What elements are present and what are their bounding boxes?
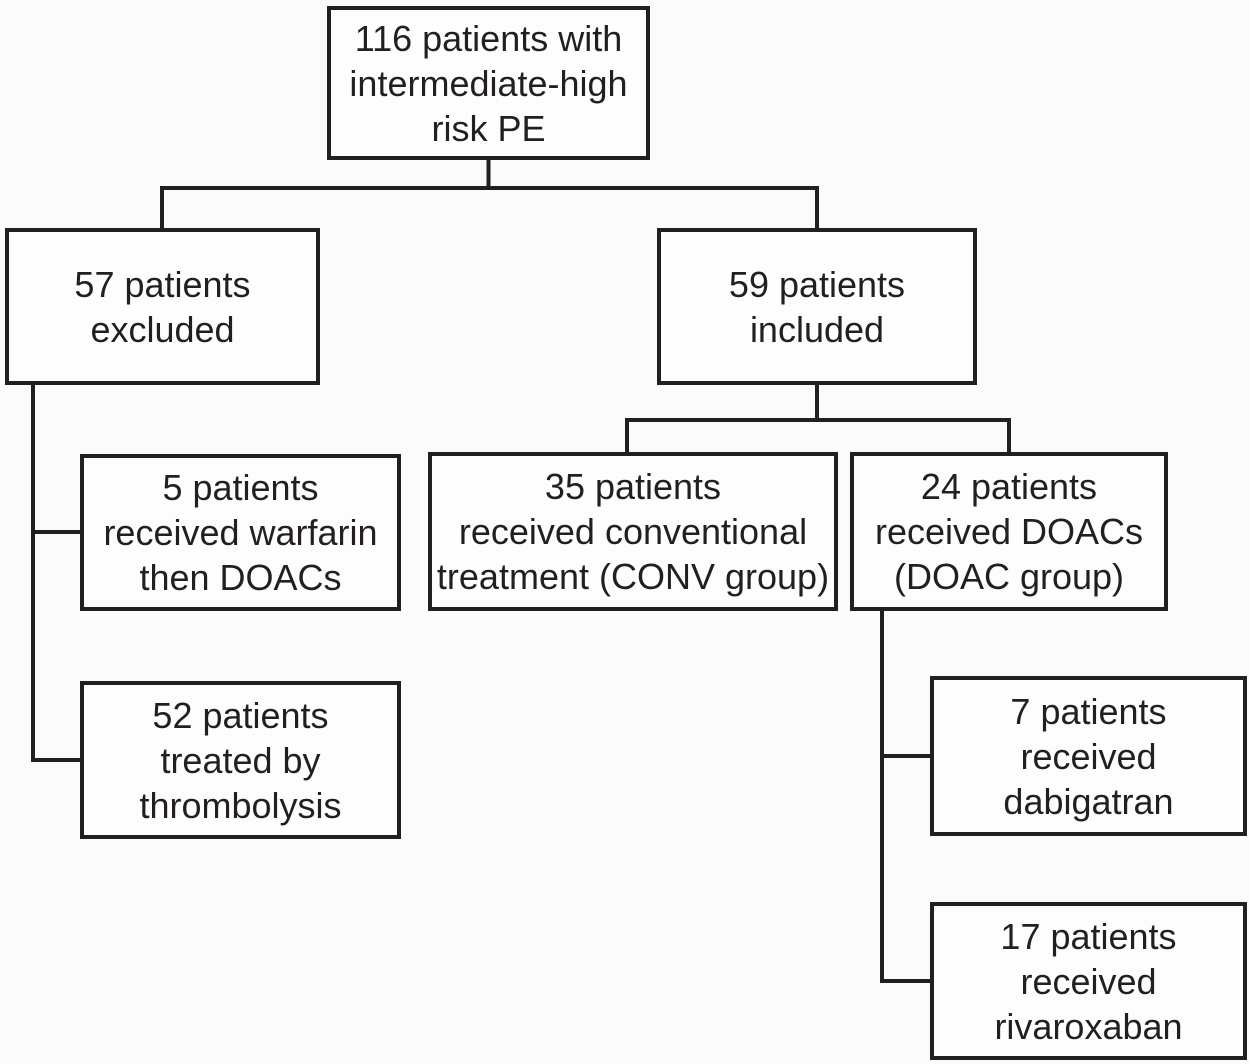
node-excluded-label: 57 patients excluded bbox=[74, 263, 251, 350]
node-thrombolysis: 52 patients treated by thrombolysis bbox=[80, 681, 401, 839]
node-total-patients: 116 patients with intermediate-high risk… bbox=[327, 6, 650, 160]
node-conventional-group-label: 35 patients received conventional treatm… bbox=[436, 466, 830, 597]
connector-excluded-rail bbox=[31, 385, 80, 762]
node-total-patients-label: 116 patients with intermediate-high risk… bbox=[349, 17, 628, 149]
node-doac-group-label: 24 patients received DOACs (DOAC group) bbox=[874, 466, 1144, 597]
node-conventional-group: 35 patients received conventional treatm… bbox=[428, 452, 838, 611]
connector-doac-rail bbox=[880, 611, 930, 983]
node-thrombolysis-label: 52 patients treated by thrombolysis bbox=[139, 694, 342, 826]
node-warfarin-then-doacs-label: 5 patients received warfarin then DOACs bbox=[103, 467, 378, 598]
connector-included-split bbox=[625, 385, 1011, 452]
node-doac-group: 24 patients received DOACs (DOAC group) bbox=[850, 452, 1168, 611]
node-rivaroxaban-label: 17 patients received rivaroxaban bbox=[994, 915, 1183, 1047]
node-dabigatran: 7 patients received dabigatran bbox=[930, 676, 1247, 836]
node-included-label: 59 patients included bbox=[728, 263, 906, 350]
node-warfarin-then-doacs: 5 patients received warfarin then DOACs bbox=[80, 454, 401, 611]
node-dabigatran-label: 7 patients received dabigatran bbox=[1003, 690, 1174, 822]
connector-total-split bbox=[160, 160, 819, 228]
node-rivaroxaban: 17 patients received rivaroxaban bbox=[930, 902, 1247, 1060]
node-excluded: 57 patients excluded bbox=[5, 228, 320, 385]
node-included: 59 patients included bbox=[657, 228, 977, 385]
